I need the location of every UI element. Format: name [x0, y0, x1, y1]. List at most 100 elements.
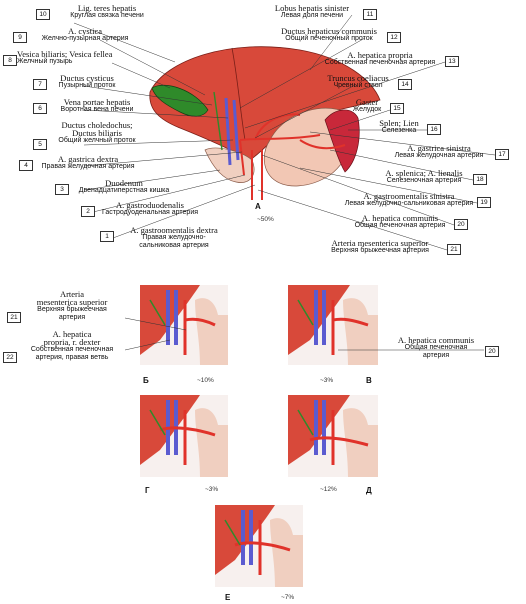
variant-label-21: Arteria mesenterica superior Верхняя бры…: [22, 290, 122, 322]
label-3-latin: Duodenum: [105, 178, 143, 188]
label-16-russian: Селезенка: [381, 127, 417, 134]
callout-number-15: 15: [390, 103, 404, 114]
label-4-russian: Правая желудочная артерия: [41, 163, 135, 170]
panel-letter-G: Г: [145, 486, 150, 495]
label-3: Duodenum Двенадцатиперстная кишка: [69, 179, 179, 195]
label-4: A. gastrica dextra Правая желудочная арт…: [33, 155, 143, 171]
label-11: Lobus hepatis sinister Левая доля печени: [262, 4, 362, 20]
label-2-latin: A. gastroduodenalis: [116, 200, 184, 210]
variant-label-21-latin: Arteria mesenterica superior: [36, 289, 108, 307]
label-17-russian: Левая желудочная артерия: [394, 152, 484, 159]
label-2-russian: Гастродуоденальная артерия: [101, 209, 199, 216]
variant-panel-E: [215, 505, 303, 587]
label-5: Ductus choledochus; Ductus biliaris Общи…: [47, 121, 147, 145]
label-6-russian: Воротная вена печени: [60, 106, 134, 113]
label-13-russian: Собственная печеночная артерия: [324, 59, 436, 66]
spleen: [324, 109, 360, 173]
panel-letter-B: Б: [143, 376, 149, 385]
label-10-latin: Lig. teres hepatis: [77, 3, 137, 13]
label-14-latin: Truncus coeliacus: [327, 73, 389, 83]
callout-number-9: 9: [13, 32, 27, 43]
label-17-latin: A. gastrica sinistra: [407, 143, 471, 153]
label-11-latin: Lobus hepatis sinister: [274, 3, 350, 13]
label-1-latin: A. gastroomentalis dextra: [130, 225, 218, 235]
panel-percent-E: ~7%: [281, 594, 295, 601]
variant-panel-V: [288, 285, 378, 365]
label-8-latin: Vesica biliaris; Vesica fellea: [17, 49, 113, 59]
label-10-russian: Круглая связка печени: [70, 12, 144, 19]
label-11-russian: Левая доля печени: [280, 12, 344, 19]
leader-lines-variants: [124, 317, 484, 351]
callout-number-19: 19: [477, 197, 491, 208]
label-18-latin: A. splenica; A. lienalis: [385, 168, 463, 178]
callout-number-5: 5: [33, 139, 47, 150]
variant-label-20-latin: A. hepatica communis: [397, 335, 475, 345]
callout-number-4: 4: [19, 160, 33, 171]
panel-percent-V: ~3%: [320, 377, 334, 384]
callout-number-21: 21: [447, 244, 461, 255]
label-19: A. gastroomentalis sinistra Левая желудо…: [342, 192, 476, 208]
callout-number-7: 7: [33, 79, 47, 90]
label-18-russian: Селезеночная артерия: [386, 177, 462, 184]
label-1-russian: Правая желудочно- сальниковая артерия: [139, 234, 209, 249]
label-5-latin: Ductus choledochus; Ductus biliaris: [61, 120, 133, 138]
label-20-russian: Общая печеночная артерия: [354, 222, 446, 229]
label-7-russian: Пузырный проток: [58, 82, 116, 89]
label-16: Splen; Lien Селезенка: [372, 119, 426, 135]
label-10: Lig. teres hepatis Круглая связка печени: [52, 4, 162, 20]
panel-percent-main: ~50%: [257, 216, 274, 223]
label-21: Arteria mesenterica superior Верхняя бры…: [315, 239, 445, 255]
variant-panel-G: [140, 395, 228, 477]
label-8-russian: Желчный пузырь: [17, 58, 73, 65]
panel-percent-B: ~10%: [197, 377, 214, 384]
callout-number-13: 13: [445, 56, 459, 67]
label-14-russian: Чревный ствол: [333, 82, 383, 89]
label-4-latin: A. gastrica dextra: [57, 154, 119, 164]
callout-number-20-variant: 20: [485, 346, 499, 357]
label-20: A. hepatica communis Общая печеночная ар…: [348, 214, 452, 230]
callout-number-14: 14: [398, 79, 412, 90]
variant-label-21-russian: Верхняя брыжеечная артерия: [37, 306, 107, 321]
variant-label-20-russian: Общая печеночная артерия: [404, 344, 468, 359]
label-1: A. gastroomentalis dextra Правая желудоч…: [114, 226, 234, 250]
callout-number-17: 17: [495, 149, 509, 160]
label-7: Ductus cysticus Пузырный проток: [47, 74, 127, 90]
variant-label-22-latin: A. hepatica propria, r. dexter: [43, 329, 101, 347]
variant-label-22: A. hepatica propria, r. dexter Собственн…: [18, 330, 126, 362]
main-panel-drawing: [149, 46, 381, 200]
label-9-latin: A. cystica: [68, 26, 102, 36]
panel-letter-main: А: [255, 202, 261, 211]
label-16-latin: Splen; Lien: [379, 118, 419, 128]
label-19-russian: Левая желудочно-сальниковая артерия: [344, 200, 474, 207]
variant-panel-D: [288, 395, 378, 477]
callout-number-10: 10: [36, 9, 50, 20]
label-12-russian: Общий печеночный проток: [285, 35, 373, 42]
panel-letter-V: В: [366, 376, 372, 385]
callout-number-16: 16: [427, 124, 441, 135]
gallbladder: [151, 84, 209, 117]
label-13-latin: A. hepatica propria: [347, 50, 413, 60]
label-20-latin: A. hepatica communis: [361, 213, 439, 223]
variant-label-22-russian: Собственная печеночная артерия, правая в…: [30, 346, 114, 361]
callout-number-21-variant: 21: [7, 312, 21, 323]
callout-number-3: 3: [55, 184, 69, 195]
label-2: A. gastroduodenalis Гастродуоденальная а…: [95, 201, 205, 217]
callout-number-8: 8: [3, 55, 17, 66]
label-21-russian: Верхняя брыжеечная артерия: [331, 247, 429, 254]
callout-number-11: 11: [363, 9, 377, 20]
label-12: Ductus hepaticus communis Общий печеночн…: [272, 27, 386, 43]
callout-number-12: 12: [387, 32, 401, 43]
variant-panel-B: [140, 285, 228, 365]
label-13: A. hepatica propria Собственная печеночн…: [316, 51, 444, 67]
callout-number-20: 20: [454, 219, 468, 230]
label-8: Vesica biliaris; Vesica fellea Желчный п…: [17, 50, 137, 66]
panel-percent-G: ~3%: [205, 486, 219, 493]
panel-letter-E: Е: [225, 593, 231, 602]
label-14: Truncus coeliacus Чревный ствол: [318, 74, 398, 90]
callout-number-6: 6: [33, 103, 47, 114]
label-19-latin: A. gastroomentalis sinistra: [363, 191, 455, 201]
label-17: A. gastrica sinistra Левая желудочная ар…: [384, 144, 494, 160]
leader-lines-main: [73, 14, 496, 251]
panel-letter-D: Д: [366, 486, 372, 495]
